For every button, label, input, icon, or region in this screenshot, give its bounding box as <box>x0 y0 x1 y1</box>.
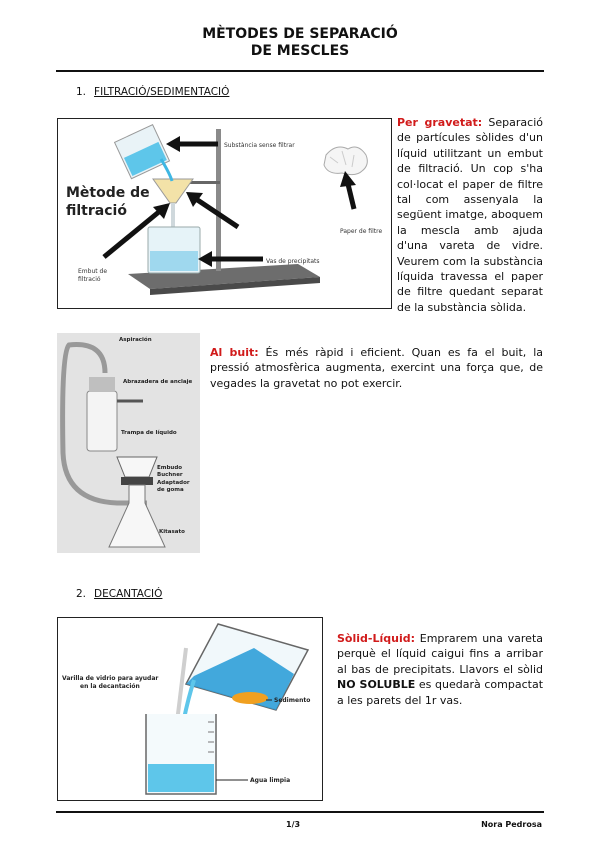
vacuum-illustration: Aspiración Abrazadera de anclaje Trampa … <box>57 333 200 553</box>
decant-lead: Sòlid-Líquid: <box>337 632 415 645</box>
label-adapter-line1: Adaptador <box>157 480 190 486</box>
label-kitasato: Kitasato <box>159 529 185 535</box>
title-line-1: MÈTODES DE SEPARACIÓ <box>0 26 600 43</box>
section-heading-decantation: 2. DECANTACIÓ <box>76 588 162 600</box>
label-substance: Substància sense filtrar <box>224 142 295 149</box>
arrow-beaker <box>198 251 263 267</box>
kitasato-flask <box>109 485 165 547</box>
label-water: Agua limpia <box>250 777 290 784</box>
figure-decantation: Varilla de vidrio para ayudar en la deca… <box>57 617 323 801</box>
label-rod-line1: Varilla de vidrio para ayudar <box>62 675 158 682</box>
vacuum-text: És més ràpid i eficient. Quan es fa el b… <box>210 346 543 390</box>
liquid-trap <box>87 391 117 451</box>
section-label: FILTRACIÓ/SEDIMENTACIÓ <box>94 86 229 98</box>
stand-rod <box>216 129 221 271</box>
label-adapter-line2: de goma <box>157 487 184 493</box>
sediment <box>232 692 268 704</box>
arrow-substance <box>166 136 218 152</box>
arrow-paper <box>340 171 356 209</box>
clean-water <box>148 764 214 792</box>
figure-heading-line1: Mètode de <box>66 185 150 201</box>
section-number: 2. <box>76 588 86 600</box>
section-heading-filtration: 1. FILTRACIÓ/SEDIMENTACIÓ <box>76 86 229 98</box>
filtrate-liquid <box>150 251 198 271</box>
label-beaker: Vas de precipitats <box>266 258 320 265</box>
label-paper: Paper de filtre <box>340 228 382 235</box>
decantation-illustration: Varilla de vidrio para ayudar en la deca… <box>58 618 322 800</box>
gravity-lead: Per gravetat: <box>397 116 482 129</box>
rubber-adapter <box>121 477 153 485</box>
title-line-2: DE MESCLES <box>0 43 600 60</box>
figure-vacuum-filtration: Aspiración Abrazadera de anclaje Trampa … <box>57 333 200 553</box>
figure-gravity-filtration: Mètode de filtració Substància sense fil… <box>57 118 392 309</box>
figure-heading-line2: filtració <box>66 203 127 219</box>
section-number: 1. <box>76 86 86 98</box>
gravity-text: Separació de partícules sòlides d'un líq… <box>397 116 543 314</box>
label-aspiration: Aspiración <box>119 336 152 343</box>
title-rule <box>56 70 544 72</box>
label-funnel-line1: Embut de <box>78 268 107 275</box>
section-label: DECANTACIÓ <box>94 588 162 600</box>
footer-rule <box>56 811 544 813</box>
page-number: 1/3 <box>286 820 300 829</box>
paragraph-decantation: Sòlid-Líquid: Emprarem una vareta perquè… <box>337 631 543 708</box>
paragraph-gravity: Per gravetat: Separació de partícules sò… <box>397 115 543 315</box>
label-buchner-line2: Buchner <box>157 472 183 478</box>
author-name: Nora Pedrosa <box>481 820 542 829</box>
label-rod-line2: en la decantación <box>80 683 140 690</box>
filter-funnel <box>153 179 193 203</box>
vacuum-lead: Al buit: <box>210 346 259 359</box>
label-sediment: Sedimento <box>274 697 310 704</box>
label-trap: Trampa de líquido <box>121 429 177 436</box>
filter-paper-icon <box>324 147 367 175</box>
arrow-funnel <box>186 192 238 227</box>
label-clamp: Abrazadera de anclaje <box>123 379 192 385</box>
label-funnel-line2: filtració <box>78 276 101 283</box>
pouring-beaker <box>115 125 170 179</box>
filtration-illustration: Mètode de filtració Substància sense fil… <box>58 119 391 308</box>
decant-bold: NO SOLUBLE <box>337 678 415 691</box>
paragraph-vacuum: Al buit: És més ràpid i eficient. Quan e… <box>210 345 543 391</box>
label-buchner-line1: Embudo <box>157 465 182 471</box>
buchner-funnel <box>117 457 157 477</box>
page-title: MÈTODES DE SEPARACIÓ DE MESCLES <box>0 26 600 60</box>
